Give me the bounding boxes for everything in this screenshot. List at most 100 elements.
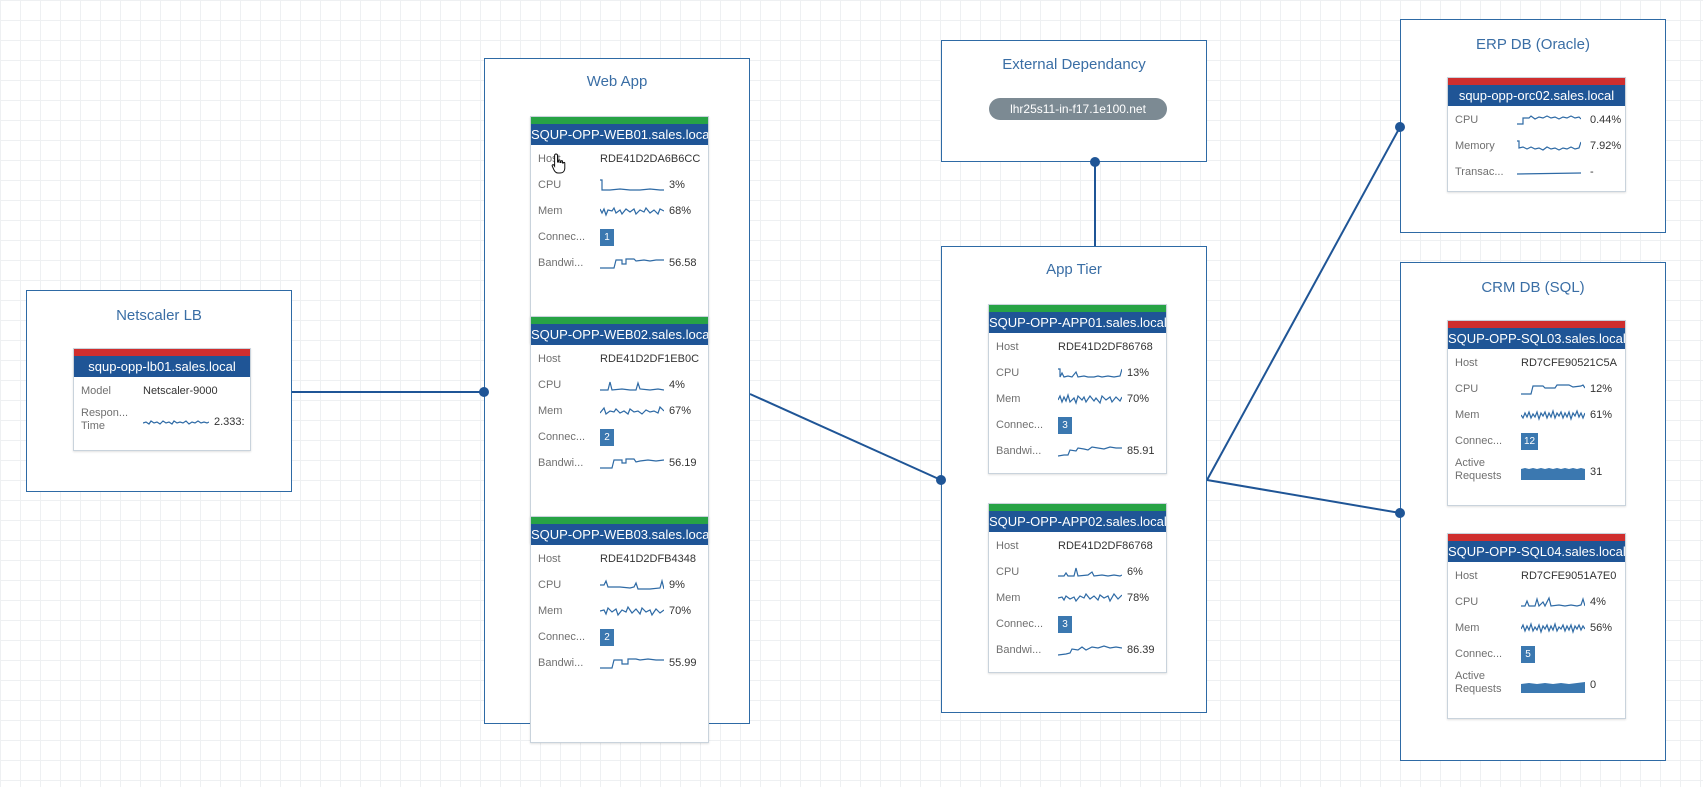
metric-value: 55.99 [669, 657, 697, 669]
metric-value: 6% [1127, 566, 1143, 578]
metric-label: CPU [1455, 114, 1479, 126]
metric-label: Mem [1455, 409, 1480, 421]
metric-label: Mem [538, 205, 563, 217]
host-card-title[interactable]: SQUP-OPP-SQL03.sales.local [1448, 328, 1625, 349]
metric-label: Active Requests [1455, 457, 1502, 482]
metric-value: 9% [669, 579, 685, 591]
host-card-title[interactable]: SQUP-OPP-APP01.sales.local [989, 312, 1166, 333]
metric-value: 56% [1590, 622, 1613, 634]
host-card[interactable]: squp-opp-orc02.sales.local CPU 0.44% Mem… [1447, 77, 1626, 192]
metric-label: Connec... [538, 231, 586, 243]
connector-dot[interactable] [936, 475, 946, 485]
host-card[interactable]: SQUP-OPP-APP02.sales.local Host RDE41D2DF… [988, 503, 1167, 673]
connections-badge: 3 [1058, 616, 1072, 633]
host-card[interactable]: squp-opp-lb01.sales.local Model Netscale… [73, 348, 251, 451]
metric-label: Host [1455, 357, 1478, 369]
metric-label: Bandwi... [996, 445, 1042, 457]
endpoint-pill[interactable]: lhr25s11-in-f17.1e100.net [989, 98, 1167, 120]
group-title: App Tier [1046, 261, 1102, 278]
metric-label: Host [538, 353, 561, 365]
connector-dot[interactable] [1395, 508, 1405, 518]
status-bar [989, 504, 1166, 511]
group-external-dependency[interactable]: External Dependancy lhr25s11-in-f17.1e10… [941, 40, 1207, 162]
metric-value: Netscaler-9000 [143, 385, 218, 397]
status-bar [1448, 534, 1625, 541]
status-bar [531, 517, 708, 524]
metric-label: Connec... [538, 431, 586, 443]
sparkline [1517, 115, 1581, 125]
sparkline [1517, 140, 1581, 151]
host-card-title[interactable]: SQUP-OPP-APP02.sales.local [989, 511, 1166, 532]
metric-label: Connec... [538, 631, 586, 643]
sparkline [1058, 392, 1122, 405]
metric-label: Bandwi... [538, 257, 584, 269]
status-bar [1448, 78, 1625, 85]
connections-badge: 3 [1058, 417, 1072, 434]
sparkline [1521, 468, 1585, 480]
sparkline [1058, 368, 1122, 378]
metric-label: Host [996, 540, 1019, 552]
sparkline [600, 206, 664, 217]
metric-value: 13% [1127, 367, 1150, 379]
host-card-title[interactable]: squp-opp-orc02.sales.local [1448, 85, 1625, 106]
host-card-title[interactable]: SQUP-OPP-WEB01.sales.local [531, 124, 708, 145]
metric-value: RD7CFE9051A7E0 [1521, 570, 1617, 582]
host-card-title[interactable]: SQUP-OPP-WEB03.sales.local [531, 524, 708, 545]
connector-dot[interactable] [1090, 157, 1100, 167]
metric-label: Host [538, 553, 561, 565]
metric-value: 70% [1127, 393, 1150, 405]
metric-label: Respon... Time [81, 407, 129, 432]
host-card-title[interactable]: SQUP-OPP-WEB02.sales.local [531, 324, 708, 345]
metric-value: RDE41D2DF86768 [1058, 540, 1153, 552]
metric-value: 56.58 [669, 257, 697, 269]
group-erp-db[interactable]: ERP DB (Oracle) squp-opp-orc02.sales.loc… [1400, 19, 1666, 233]
metric-label: Transac... [1455, 166, 1504, 178]
sparkline [1521, 596, 1585, 608]
host-card-title[interactable]: SQUP-OPP-SQL04.sales.local [1448, 541, 1625, 562]
metric-value: 4% [669, 379, 685, 391]
status-bar [1448, 321, 1625, 328]
metric-value: 56.19 [669, 457, 697, 469]
metric-label: CPU [996, 367, 1020, 379]
group-app-tier[interactable]: App Tier SQUP-OPP-APP01.sales.local Host… [941, 246, 1207, 713]
metric-label: Bandwi... [996, 644, 1042, 656]
sparkline [600, 458, 664, 469]
metric-label: Host [996, 341, 1019, 353]
group-netscaler-lb[interactable]: Netscaler LB squp-opp-lb01.sales.local M… [26, 290, 292, 492]
sparkline [600, 658, 664, 669]
sparkline [600, 258, 664, 269]
metric-label: Connec... [996, 618, 1044, 630]
connector-dot[interactable] [479, 387, 489, 397]
metric-label: Mem [996, 592, 1021, 604]
sparkline [1058, 446, 1122, 457]
status-bar [531, 117, 708, 124]
metric-value: 86.39 [1127, 644, 1155, 656]
metric-label: Mem [538, 405, 563, 417]
group-title: CRM DB (SQL) [1481, 279, 1585, 296]
connections-badge: 5 [1521, 646, 1535, 663]
metric-label: Mem [538, 605, 563, 617]
sparkline [1058, 567, 1122, 577]
metric-value: RDE41D2DFB4348 [600, 553, 696, 565]
host-card[interactable]: SQUP-OPP-SQL04.sales.local Host RD7CFE905… [1447, 533, 1626, 719]
metric-value: 2.333: [214, 416, 245, 428]
connections-badge: 2 [600, 429, 614, 446]
metric-value: 68% [669, 205, 692, 217]
metric-label: CPU [538, 579, 562, 591]
group-crm-db[interactable]: CRM DB (SQL) SQUP-OPP-SQL03.sales.local … [1400, 262, 1666, 761]
group-title: Web App [586, 73, 648, 90]
status-bar [74, 349, 250, 356]
connector-dot[interactable] [1395, 122, 1405, 132]
host-card-title[interactable]: squp-opp-lb01.sales.local [74, 356, 250, 377]
status-bar [531, 317, 708, 324]
host-card[interactable]: SQUP-OPP-WEB03.sales.local Host RDE41D2DF… [530, 516, 709, 743]
metric-value: 7.92% [1590, 140, 1622, 152]
sparkline [600, 380, 664, 391]
metric-label: Host [1455, 570, 1478, 582]
metric-value: 0 [1590, 679, 1597, 691]
